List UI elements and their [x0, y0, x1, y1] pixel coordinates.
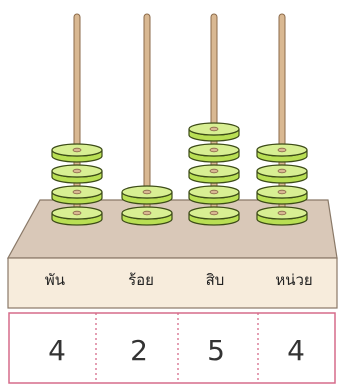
bead-hundreds [122, 186, 172, 204]
abacus-rods [74, 14, 285, 225]
digit-tens: 5 [207, 334, 225, 367]
digit-thousands: 4 [48, 334, 66, 367]
place-label-hundreds: ร้อย [128, 271, 154, 289]
bead-ones [257, 165, 307, 183]
bead-thousands [52, 144, 102, 162]
bead-tens [189, 165, 239, 183]
bead-ones [257, 207, 307, 225]
place-label-thousands: พัน [45, 271, 65, 289]
bead-tens [189, 207, 239, 225]
bead-ones [257, 144, 307, 162]
bead-tens [189, 186, 239, 204]
digit-hundreds: 2 [130, 334, 148, 367]
bead-tens [189, 123, 239, 141]
place-label-ones: หน่วย [275, 271, 312, 289]
digit-ones: 4 [287, 334, 305, 367]
bead-thousands [52, 186, 102, 204]
bead-ones [257, 186, 307, 204]
bead-thousands [52, 165, 102, 183]
bead-hundreds [122, 207, 172, 225]
place-label-tens: สิบ [206, 271, 225, 289]
bead-tens [189, 144, 239, 162]
bead-thousands [52, 207, 102, 225]
